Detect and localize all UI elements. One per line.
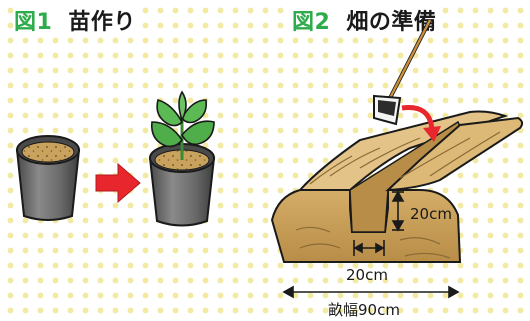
field-bed xyxy=(270,110,524,263)
figure1-caption: 苗作り xyxy=(68,10,136,35)
hoe-icon xyxy=(373,19,432,126)
figure2-number: 図2 xyxy=(292,10,331,35)
depth-dimension xyxy=(391,190,405,232)
curved-arrow-icon xyxy=(401,104,441,142)
seedling-leaves xyxy=(150,90,215,160)
red-arrow-icon xyxy=(95,162,141,204)
figure2-caption: 畑の準備 xyxy=(346,10,437,35)
soil-pot xyxy=(15,135,81,221)
figure1-number: 図1 xyxy=(14,10,53,35)
furrow-width-dimension xyxy=(353,240,385,256)
bed-width-label: 畝幅90cm xyxy=(328,301,400,319)
figure1-title: 図1 苗作り xyxy=(14,4,142,36)
figure2-title: 図2 畑の準備 xyxy=(292,4,443,36)
bed-width-dimension xyxy=(282,285,460,299)
depth-label: 20cm xyxy=(410,205,452,223)
furrow-width-label: 20cm xyxy=(346,266,388,284)
